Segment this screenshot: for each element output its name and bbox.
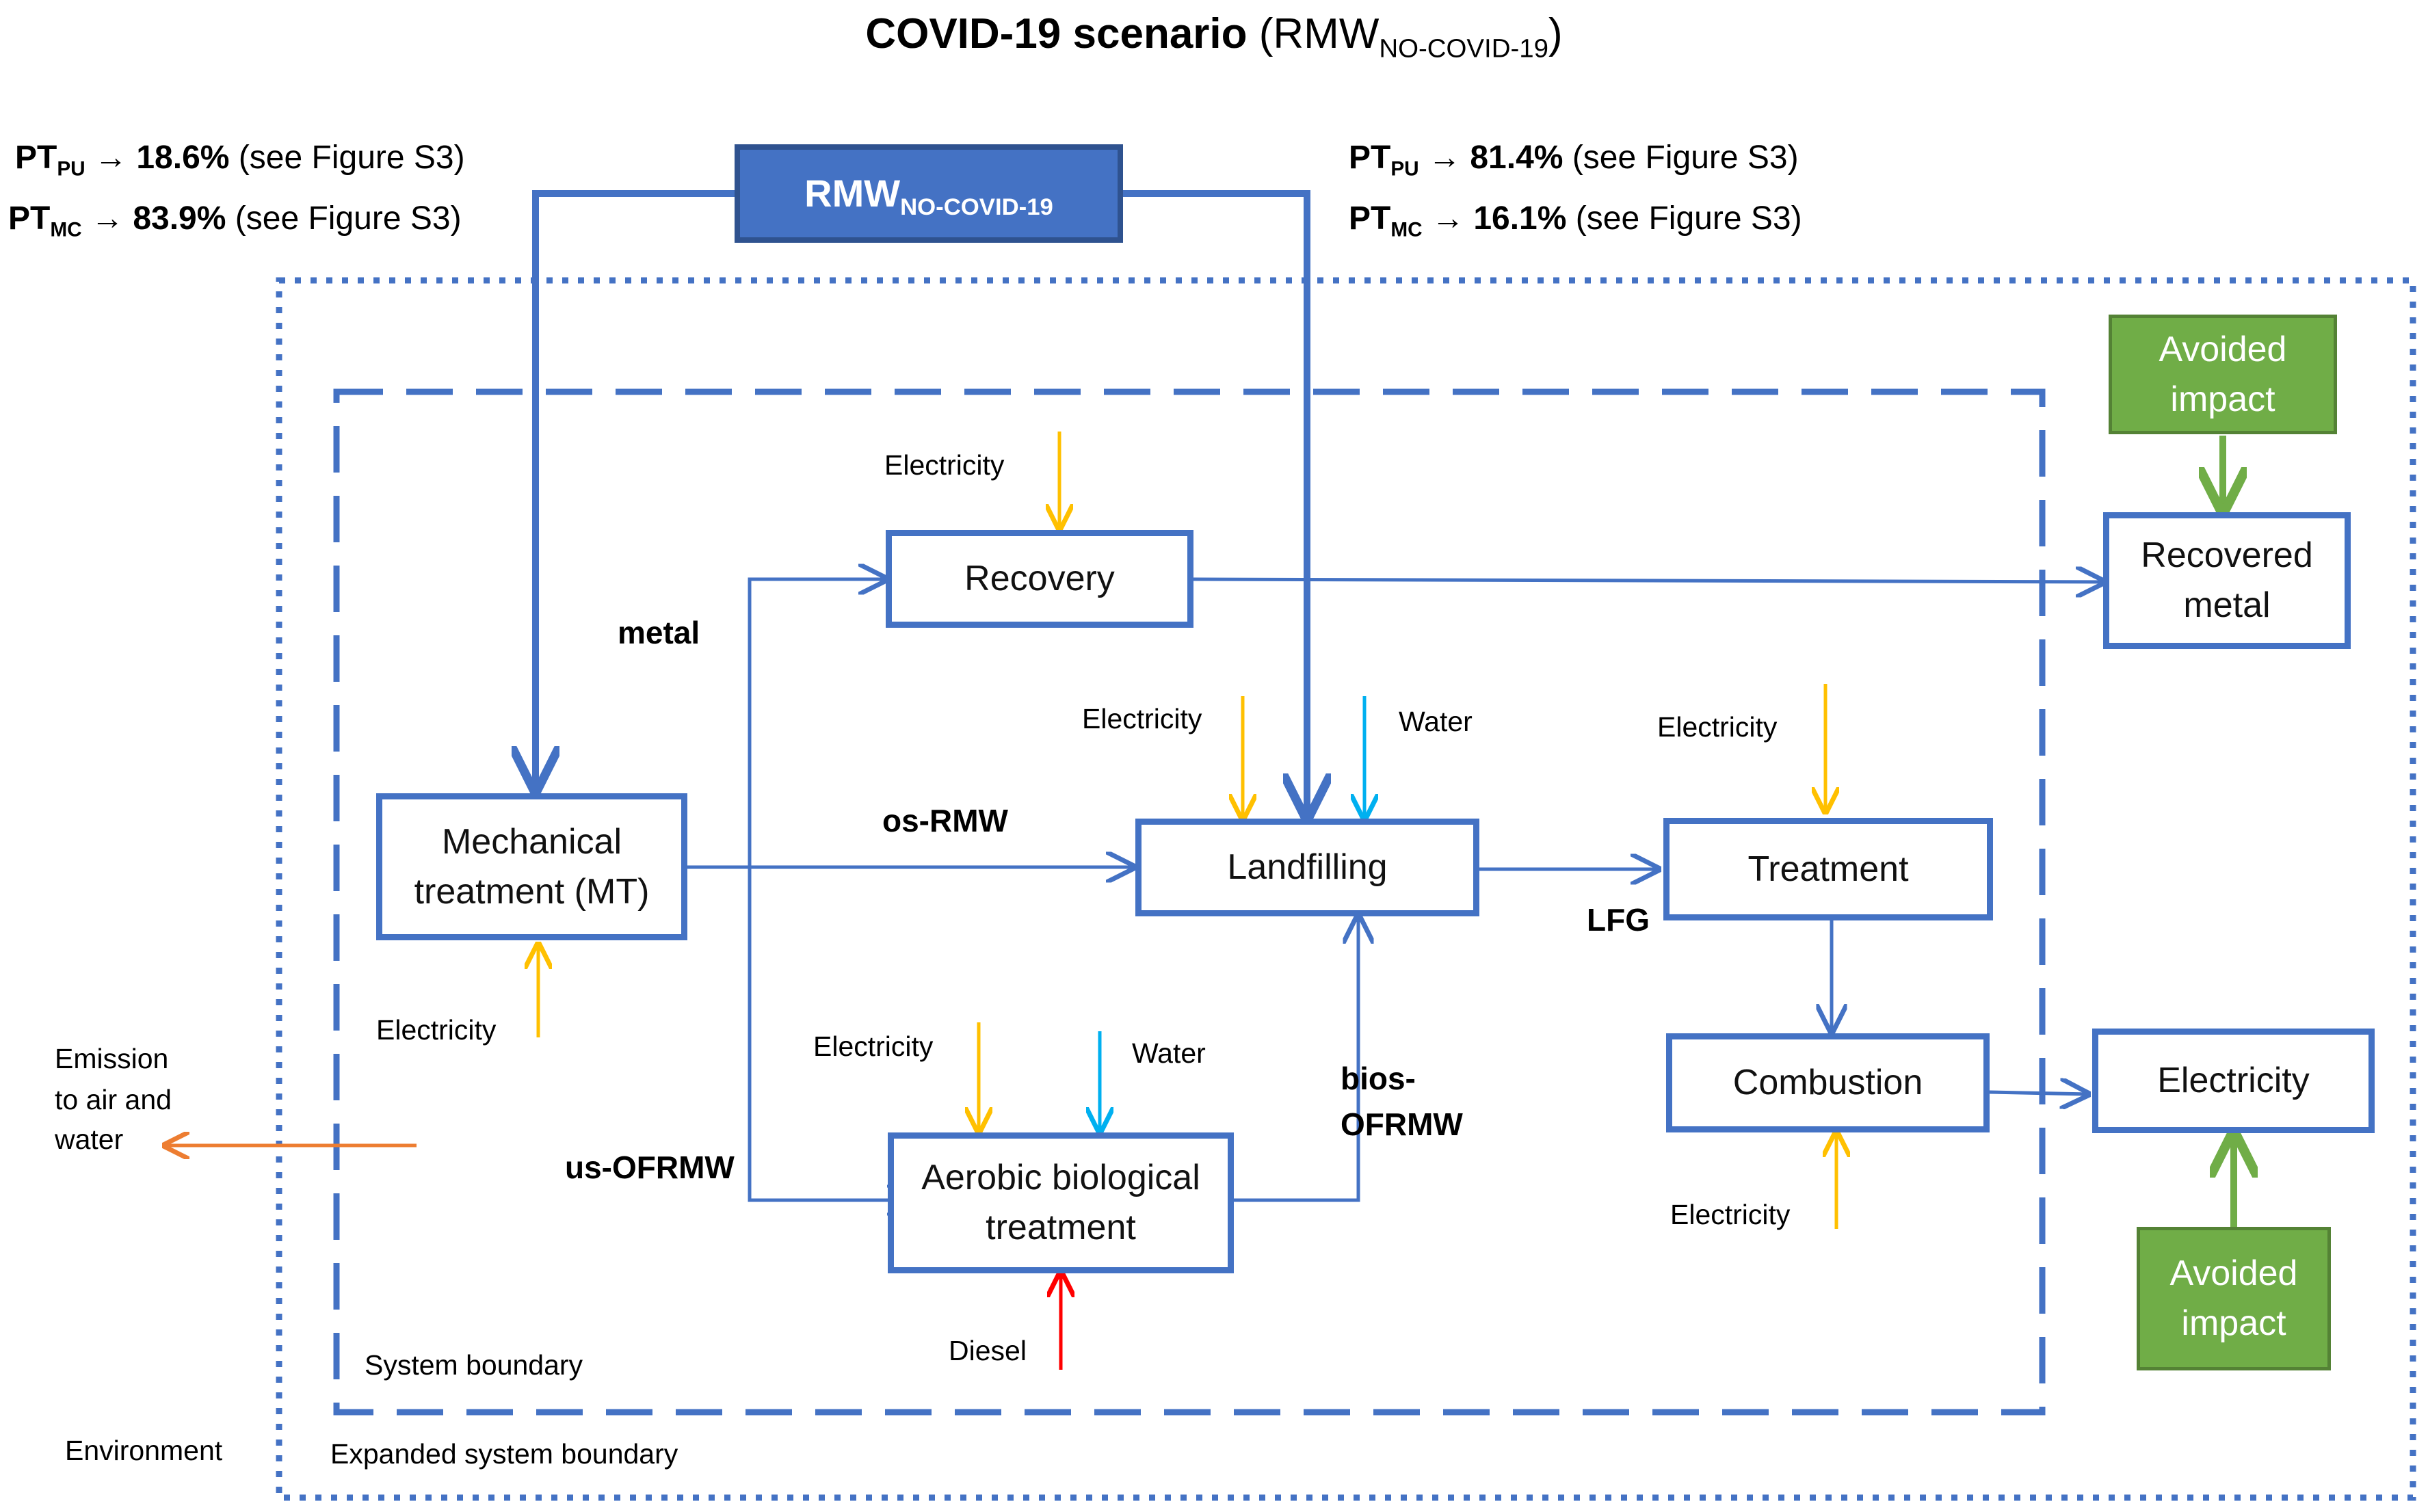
electricity-output-box: Electricity (2092, 1029, 2375, 1133)
pt-left-mc: PTMC → 83.9% (see Figure S3) (8, 200, 462, 241)
title-paren-close: ) (1548, 10, 1563, 57)
environment-label: Environment (65, 1435, 223, 1466)
input-label-water-landfill: Water (1399, 706, 1473, 737)
combustion-box: Combustion (1666, 1033, 1990, 1132)
recovery-box: Recovery (886, 530, 1193, 628)
recovered-metal-box: Recovered metal (2103, 512, 2351, 649)
title-paren-open: (RMW (1258, 10, 1380, 57)
expanded-system-boundary (276, 277, 2416, 1501)
expanded-system-boundary-label: Expanded system boundary (330, 1438, 678, 1470)
aerobic-biological-treatment-box: Aerobic biological treatment (888, 1132, 1234, 1273)
input-label-diesel: Diesel (949, 1335, 1027, 1366)
emission-label-line1: Emission (55, 1043, 169, 1074)
flow-label-us-ofrmw: us-OFRMW (565, 1150, 735, 1185)
pt-right-pu: PTPU → 81.4% (see Figure S3) (1349, 140, 1799, 181)
system-boundary-label: System boundary (365, 1349, 583, 1381)
avoided-impact-box-bottom: Avoided impact (2137, 1227, 2331, 1370)
us-ofrmw-flow-arrow (748, 867, 914, 1200)
input-label-water-aerobic: Water (1132, 1037, 1206, 1069)
emission-label-line3: water (55, 1124, 124, 1155)
feed-to-landfilling-arrow (1123, 190, 1307, 817)
combustion-to-electricity-arrow (1989, 1092, 2087, 1094)
flow-label-bios-ofrmw-line1: bios- (1341, 1061, 1416, 1096)
title-main: COVID-19 scenario (865, 10, 1248, 57)
input-label-electricity-recovery: Electricity (884, 449, 1005, 481)
input-label-electricity-combustion: Electricity (1670, 1199, 1791, 1230)
flow-label-bios-ofrmw-line2: OFRMW (1341, 1106, 1463, 1142)
flow-label-lfg: LFG (1587, 902, 1650, 938)
flow-label-metal: metal (618, 615, 700, 650)
system-boundary (333, 388, 2046, 1416)
metal-flow-arrow (748, 579, 886, 867)
pt-right-mc: PTMC → 16.1% (see Figure S3) (1349, 200, 1802, 241)
pt-left-pu: PTPU → 18.6% (see Figure S3) (15, 140, 465, 181)
treatment-box: Treatment (1663, 818, 1993, 920)
mechanical-treatment-box: Mechanical treatment (MT) (376, 793, 687, 940)
input-label-electricity-mt: Electricity (376, 1014, 497, 1046)
input-label-electricity-aerobic: Electricity (813, 1031, 934, 1062)
flow-label-os-rmw: os-RMW (882, 803, 1008, 838)
avoided-impact-box-top: Avoided impact (2109, 315, 2337, 434)
emission-label-line2: to air and (55, 1084, 172, 1115)
source-box-sub: NO-COVID-19 (900, 194, 1053, 220)
input-label-electricity-landfill: Electricity (1082, 703, 1202, 734)
recovery-to-metal-arrow (1193, 579, 2103, 582)
landfilling-box: Landfilling (1135, 819, 1479, 916)
bios-ofrmw-flow-arrow (1234, 916, 1358, 1202)
page-title: COVID-19 scenario (RMWNO-COVID-19) (0, 10, 2428, 62)
title-paren-sub: NO-COVID-19 (1379, 34, 1549, 64)
feed-to-mechanical-arrow (536, 190, 735, 790)
input-label-electricity-treatment: Electricity (1657, 711, 1778, 743)
source-box-label: RMW (804, 171, 901, 215)
source-box-rmw: RMWNO-COVID-19 (735, 144, 1123, 243)
